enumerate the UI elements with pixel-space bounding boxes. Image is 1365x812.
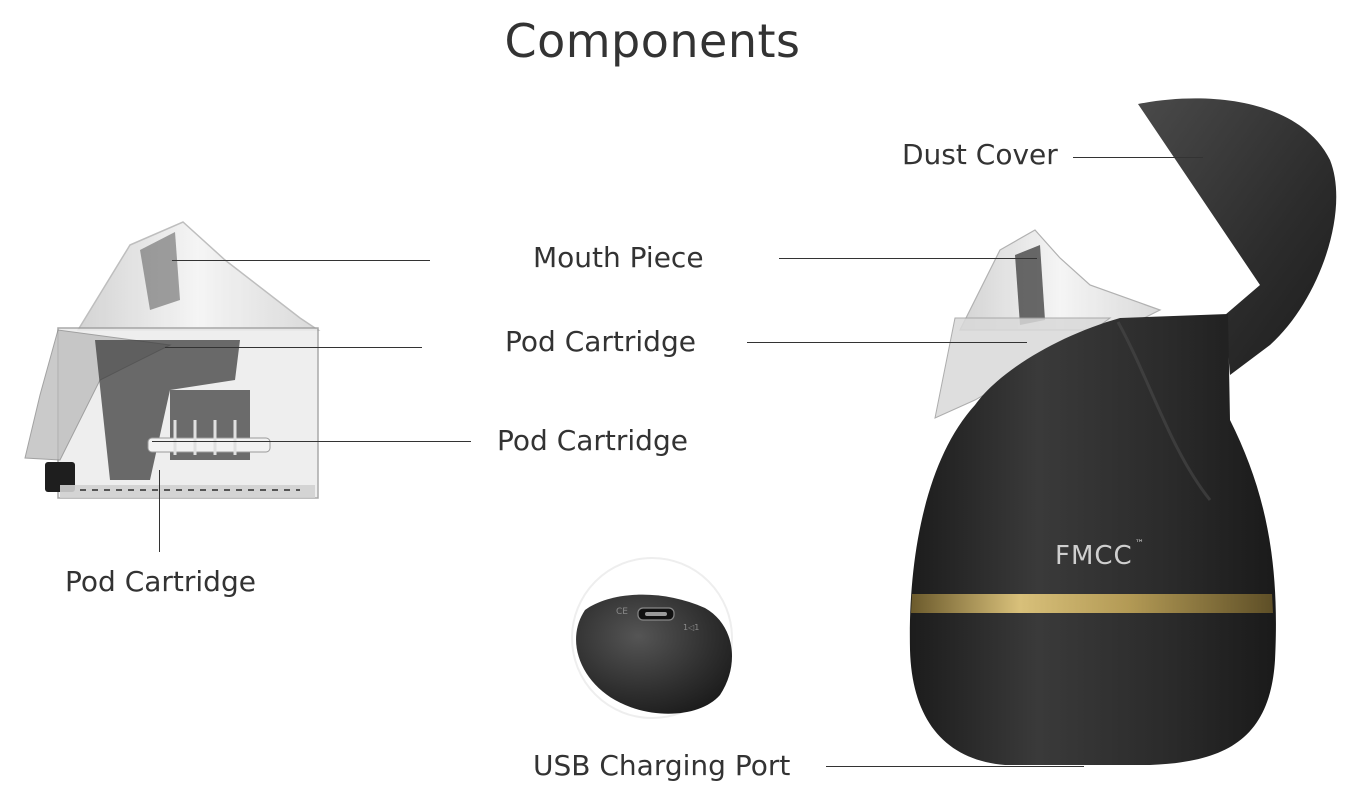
port-symbol: 1◁1 bbox=[683, 623, 699, 632]
usb-port-closeup-icon: CE 1◁1 bbox=[572, 558, 732, 718]
label-pod-cartridge-bottom: Pod Cartridge bbox=[65, 565, 256, 598]
leader-mouth-piece-left bbox=[172, 260, 430, 261]
trademark-mark: ™ bbox=[1135, 539, 1144, 549]
pod-cartridge-icon bbox=[25, 222, 318, 498]
leader-pod-cartridge-top-left bbox=[165, 347, 422, 348]
leader-pod-cartridge-middle bbox=[152, 441, 471, 442]
ce-mark: CE bbox=[616, 607, 628, 617]
vape-device-icon: FMCC ™ bbox=[910, 98, 1336, 765]
leader-pod-cartridge-top-right bbox=[747, 342, 1027, 343]
label-usb-charging-port: USB Charging Port bbox=[533, 749, 790, 782]
leader-dust-cover bbox=[1073, 157, 1203, 158]
label-dust-cover: Dust Cover bbox=[902, 138, 1058, 171]
label-mouth-piece: Mouth Piece bbox=[533, 241, 704, 274]
leader-mouth-piece-right bbox=[779, 258, 1037, 259]
leader-usb-charging-port bbox=[826, 766, 1084, 767]
label-pod-cartridge-middle: Pod Cartridge bbox=[497, 424, 688, 457]
label-pod-cartridge-top: Pod Cartridge bbox=[505, 325, 696, 358]
brand-logo: FMCC bbox=[1055, 541, 1133, 571]
leader-pod-cartridge-bottom bbox=[159, 470, 160, 552]
